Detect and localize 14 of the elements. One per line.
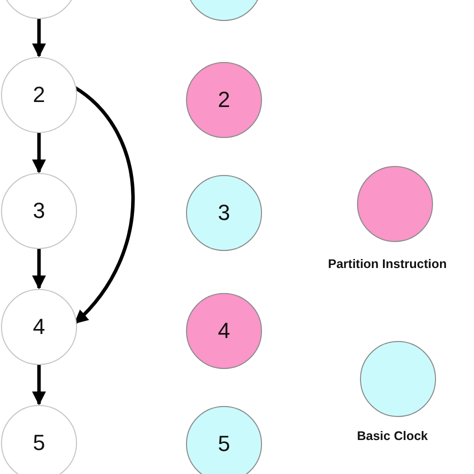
circle-number: 5 <box>32 430 46 456</box>
circle-number: 4 <box>32 314 46 340</box>
circle-number: 3 <box>218 200 230 226</box>
circle-number: 2 <box>218 87 230 113</box>
legend-label: Basic Clock <box>357 429 428 443</box>
arrow <box>32 133 46 174</box>
arrow <box>32 249 46 290</box>
arrow <box>32 19 46 58</box>
arrow <box>32 365 46 406</box>
circle-number: 2 <box>32 82 46 108</box>
circle-number: 5 <box>218 431 230 457</box>
circle-number: 4 <box>218 318 230 344</box>
circle-number: 3 <box>32 198 46 224</box>
legend-label: Partition Instruction <box>328 257 447 271</box>
